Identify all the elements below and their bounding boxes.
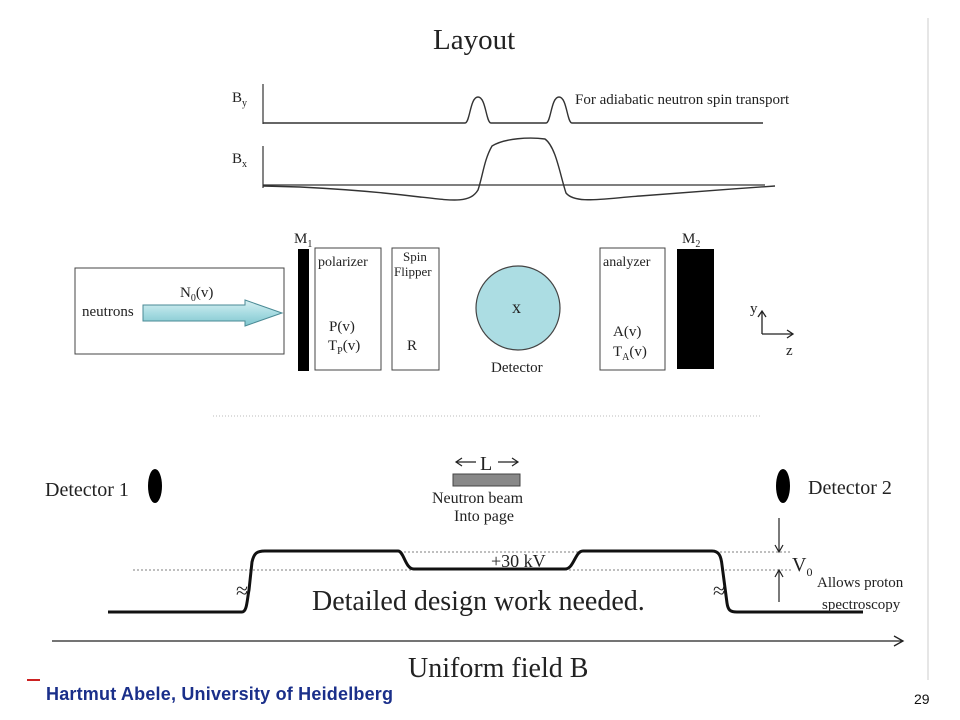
m1-label: M1 bbox=[294, 231, 312, 250]
neutron-beam-line2: Into page bbox=[454, 508, 514, 525]
electrode-section: Detector 1 Detector 2 L Neutron beam Int… bbox=[45, 453, 905, 684]
by-axis-label: By bbox=[232, 90, 247, 109]
potential-profile bbox=[108, 549, 863, 614]
by-curve bbox=[263, 96, 763, 124]
footer-accent-mark bbox=[27, 679, 40, 681]
analyzer-a: A(v) bbox=[613, 324, 641, 340]
spin-flipper-line1: Spin bbox=[403, 249, 427, 264]
polarizer-p: P(v) bbox=[329, 319, 355, 335]
v0-label: V0 bbox=[792, 554, 812, 579]
by-field-plot: By For adiabatic neutron spin transport bbox=[232, 84, 790, 124]
by-note: For adiabatic neutron spin transport bbox=[575, 92, 790, 108]
axis-y-label: y bbox=[750, 301, 758, 317]
detector-mark: x bbox=[512, 297, 521, 317]
detector1-mark bbox=[148, 469, 162, 503]
analyzer-t: TA(v) bbox=[613, 344, 647, 363]
neutron-beam-line1: Neutron beam bbox=[432, 490, 524, 507]
bx-axis-label: Bx bbox=[232, 151, 247, 170]
spin-flipper-r: R bbox=[407, 338, 417, 354]
detector2-mark bbox=[776, 469, 790, 503]
detector2-label: Detector 2 bbox=[808, 477, 892, 499]
page-title: Layout bbox=[433, 24, 515, 56]
polarizer-t: TP(v) bbox=[328, 338, 360, 357]
flux-label: N0(v) bbox=[180, 285, 213, 304]
mirror-m1 bbox=[298, 249, 309, 371]
detector1-label: Detector 1 bbox=[45, 479, 129, 501]
yz-axes-icon: y z bbox=[750, 301, 795, 359]
axis-z-label: z bbox=[786, 343, 793, 359]
bx-field-plot: Bx bbox=[232, 137, 776, 201]
length-label: L bbox=[480, 453, 492, 475]
design-note: Detailed design work needed. bbox=[312, 586, 645, 617]
detector-circle bbox=[475, 265, 561, 351]
voltage-label: +30 kV bbox=[491, 551, 546, 571]
v0-indicator bbox=[774, 518, 784, 602]
polarizer-label: polarizer bbox=[318, 255, 368, 270]
neutron-beam-arrow bbox=[142, 299, 284, 327]
polarizer-box bbox=[314, 247, 382, 371]
page-number: 29 bbox=[914, 691, 930, 707]
footer-author: Hartmut Abele, University of Heidelberg bbox=[46, 684, 394, 704]
neutrons-label: neutrons bbox=[82, 304, 134, 320]
neutron-beam-bar bbox=[452, 473, 521, 487]
proton-note-line1: Allows proton bbox=[817, 575, 904, 591]
spin-flipper-line2: Flipper bbox=[394, 264, 432, 279]
m2-label: M2 bbox=[682, 231, 700, 250]
beamline-schematic: neutrons N0(v) M1 polarizer P(v) TP(v) S… bbox=[74, 231, 795, 376]
bx-curve bbox=[262, 137, 776, 201]
length-arrow bbox=[454, 457, 520, 467]
break-mark-right: ≈ bbox=[713, 578, 725, 603]
mirror-m2 bbox=[677, 249, 714, 369]
detector-label: Detector bbox=[491, 360, 543, 376]
analyzer-label: analyzer bbox=[603, 255, 651, 270]
spin-flipper-box bbox=[391, 247, 440, 371]
analyzer-box bbox=[599, 247, 666, 371]
proton-note-line2: spectroscopy bbox=[822, 597, 901, 613]
break-mark-left: ≈ bbox=[236, 578, 248, 603]
uniform-field-label: Uniform field B bbox=[408, 653, 588, 684]
